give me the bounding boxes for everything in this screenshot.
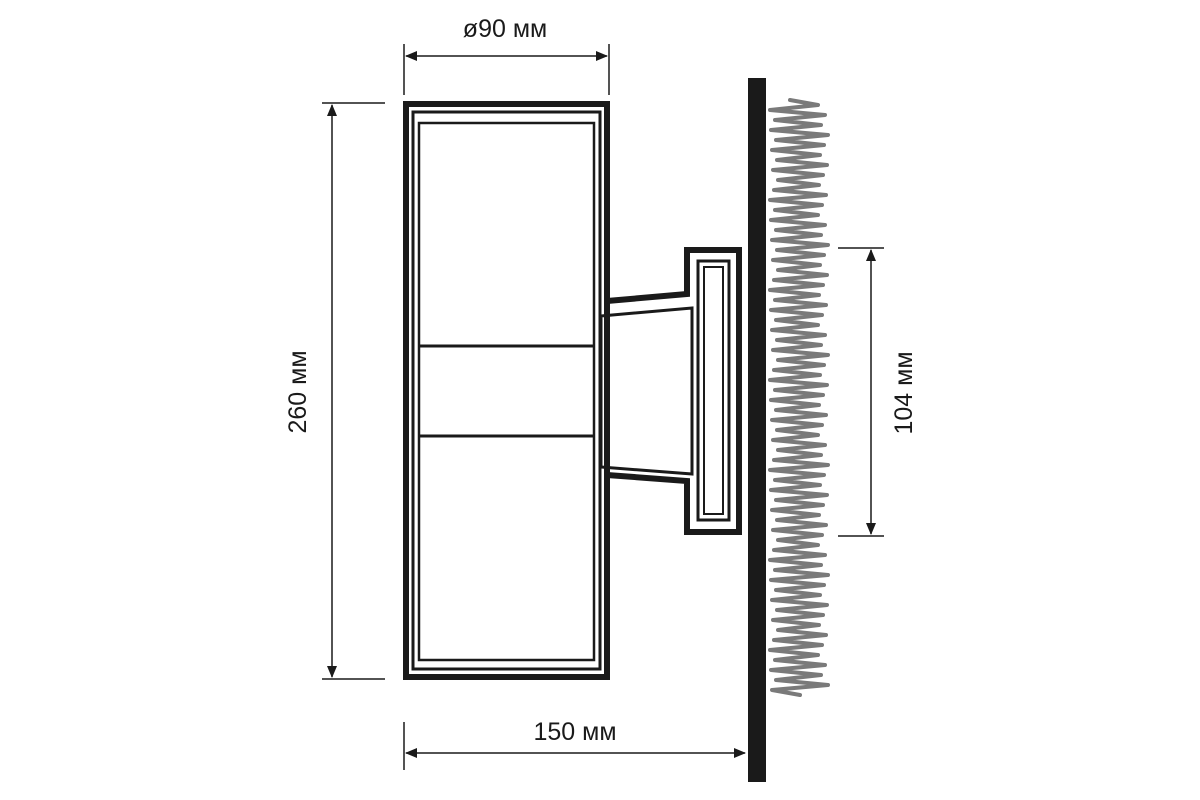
- arm-outline: [606, 247, 742, 535]
- dimension-mount-height: [838, 247, 884, 537]
- mounting-plate: [696, 259, 731, 522]
- arm-neck: [599, 306, 694, 476]
- dimension-height: [322, 102, 385, 680]
- lamp-body-outer: [403, 101, 610, 680]
- diameter-label: ø90 мм: [463, 15, 547, 43]
- dimension-depth: [403, 722, 746, 770]
- wall-hatching: [768, 98, 830, 697]
- depth-label: 150 мм: [533, 718, 616, 746]
- mounting-plate-inner: [703, 266, 724, 515]
- mount-height-label: 104 мм: [890, 351, 918, 434]
- wall: [748, 78, 766, 782]
- lamp-body: [403, 101, 610, 680]
- lamp-body-glass: [417, 121, 596, 662]
- mounting-arm: [599, 247, 742, 535]
- lamp-body-inner-frame: [411, 110, 602, 671]
- dimension-diameter: [403, 44, 610, 95]
- height-label: 260 мм: [284, 350, 312, 433]
